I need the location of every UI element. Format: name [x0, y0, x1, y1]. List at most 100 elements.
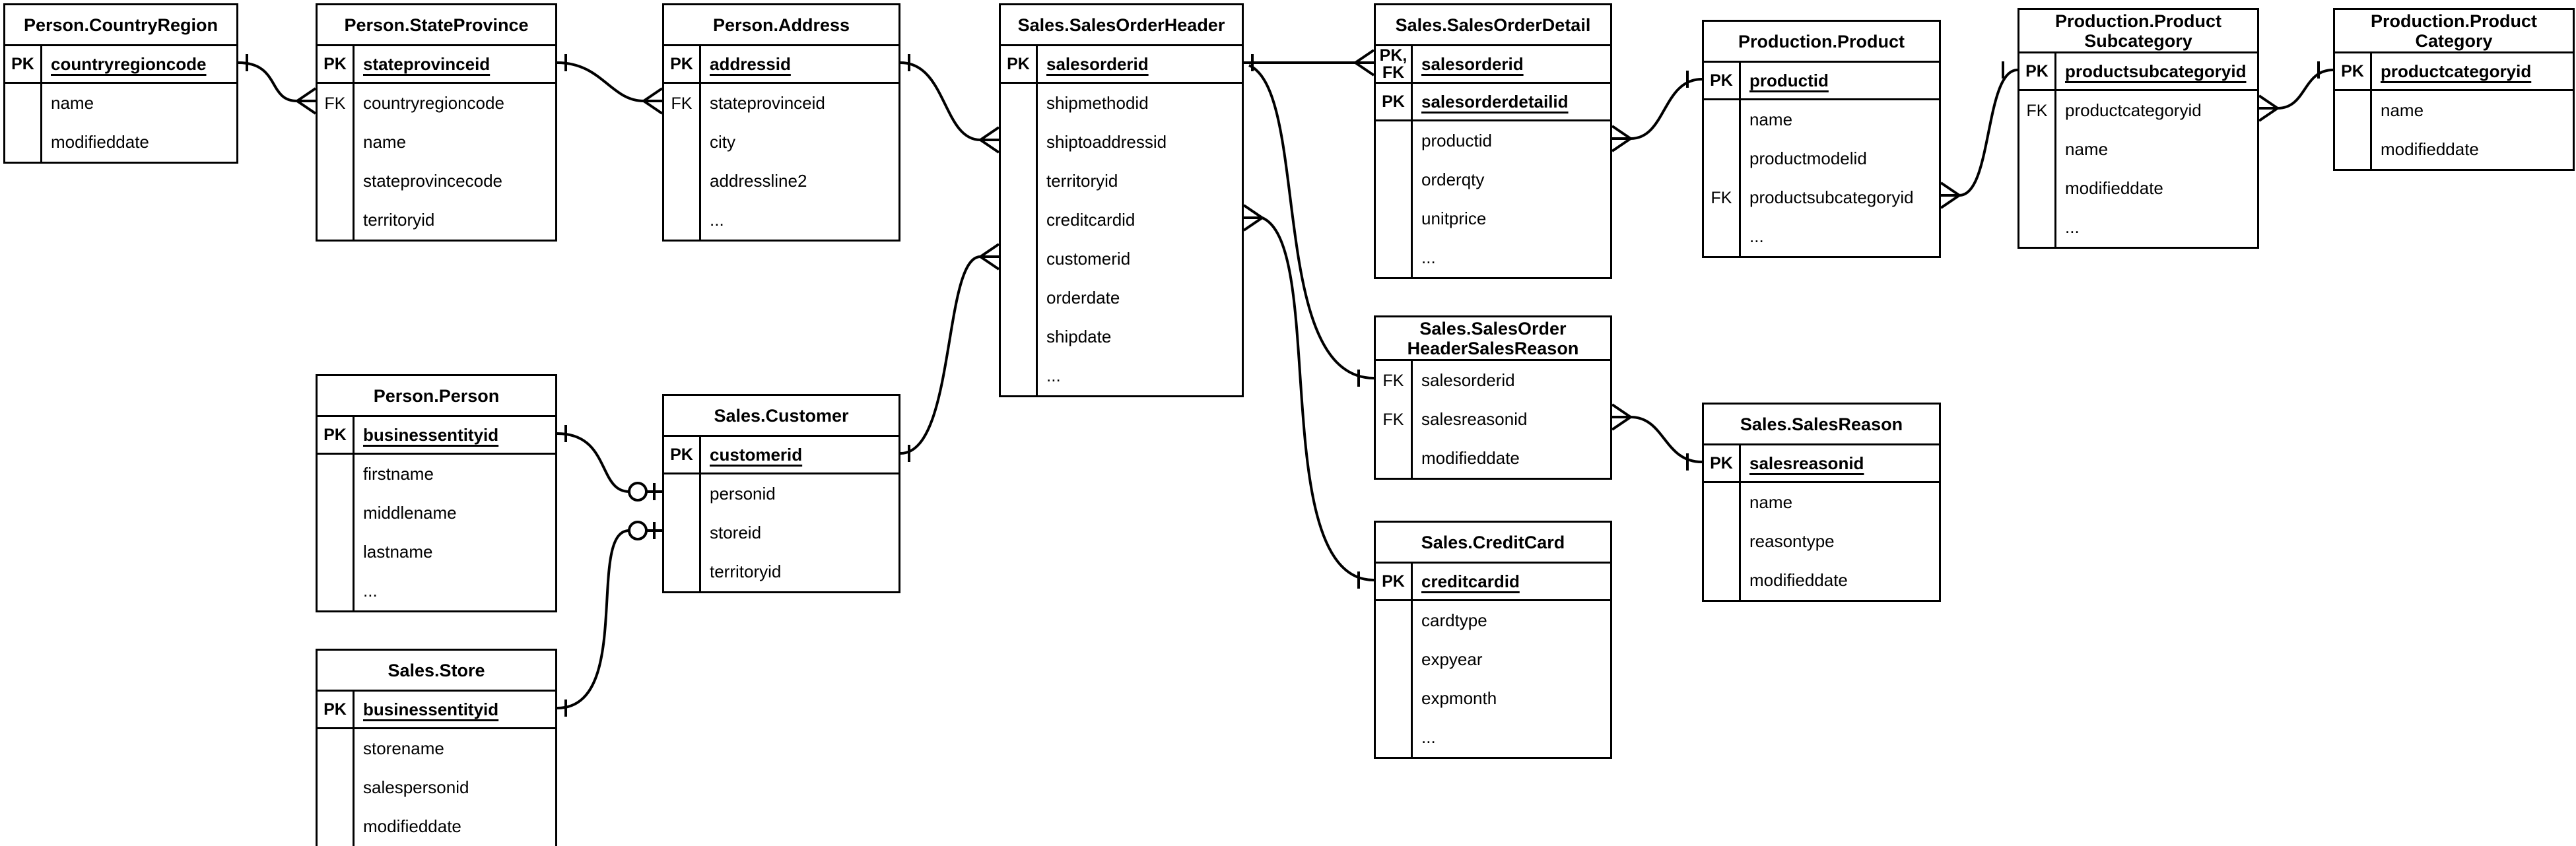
- key-marker: [2019, 169, 2054, 208]
- field-name: modifieddate: [2065, 178, 2163, 198]
- field-name: ...: [1046, 366, 1061, 385]
- field-row: addressline2: [664, 162, 898, 201]
- key-marker: [318, 571, 353, 610]
- field-row: customerid: [1001, 240, 1242, 278]
- key-marker: PK: [323, 426, 347, 444]
- field-name: productcategoryid: [2381, 61, 2532, 81]
- rel-salesorderdetail-product[interactable]: [1611, 71, 1703, 152]
- field-name: businessentityid: [363, 699, 499, 719]
- rel-address-salesorderheader[interactable]: [900, 54, 1000, 154]
- rel-headersalesreason-salesreason[interactable]: [1611, 403, 1703, 471]
- field-row: name: [1704, 483, 1939, 522]
- key-marker: FK: [1382, 410, 1404, 429]
- key-marker: [1704, 561, 1739, 600]
- entity-title: Production.Product: [1704, 22, 1939, 63]
- field-name: modifieddate: [363, 816, 461, 836]
- rel-person-customer[interactable]: [557, 425, 662, 502]
- entity-title: Production.Product Subcategory: [2019, 10, 2257, 53]
- entity-title: Sales.CreditCard: [1376, 523, 1610, 564]
- field-row: territoryid: [1001, 162, 1242, 201]
- field-name: name: [1749, 492, 1793, 512]
- key-marker: PK, FK: [1379, 46, 1407, 82]
- rel-salesorderheader-salesorderdetail[interactable]: [1244, 49, 1375, 77]
- field-name: shiptoaddressid: [1046, 132, 1167, 152]
- field-name: modifieddate: [1749, 570, 1848, 590]
- rel-customer-salesorderheader[interactable]: [900, 243, 1000, 462]
- key-marker: [1001, 356, 1036, 395]
- rel-salesorderheader-headersalesreason[interactable]: [1248, 64, 1374, 387]
- key-marker: [1376, 679, 1411, 718]
- field-row: ...: [1704, 217, 1939, 256]
- key-marker: [1704, 217, 1739, 256]
- key-marker: [1001, 240, 1036, 278]
- field-row: ...: [2019, 208, 2257, 247]
- field-name: lastname: [363, 542, 433, 562]
- field-name: personid: [710, 484, 776, 504]
- field-row: modifieddate: [1704, 561, 1939, 600]
- key-marker: [1001, 201, 1036, 240]
- field-row: territoryid: [664, 552, 898, 591]
- key-marker: [2335, 130, 2370, 169]
- rel-store-customer[interactable]: [557, 521, 662, 717]
- field-name: countryregioncode: [363, 93, 504, 113]
- field-name: ...: [363, 581, 378, 601]
- field-name: ...: [1749, 226, 1764, 246]
- field-name: ...: [2065, 217, 2080, 237]
- key-marker: FK: [671, 94, 693, 113]
- field-row: PK, FK salesorderid: [1376, 46, 1610, 84]
- field-name: salesorderid: [1421, 53, 1524, 74]
- key-marker: [664, 123, 699, 162]
- rel-countryregion-stateprovince[interactable]: [238, 54, 317, 115]
- key-marker: [2019, 208, 2054, 247]
- field-row: ...: [318, 571, 555, 610]
- rel-product-productsubcategory[interactable]: [1940, 61, 2018, 209]
- key-marker: [1704, 522, 1739, 561]
- field-row: reasontype: [1704, 522, 1939, 561]
- rel-productsubcategory-productcategory[interactable]: [2258, 61, 2334, 122]
- field-row: city: [664, 123, 898, 162]
- key-marker: [5, 84, 40, 123]
- field-name: ...: [1421, 727, 1436, 747]
- field-name: stateprovinceid: [710, 93, 825, 113]
- field-row: shipmethodid: [1001, 84, 1242, 123]
- entity-title: Person.CountryRegion: [5, 5, 236, 46]
- field-row: modifieddate: [1376, 439, 1610, 478]
- rel-creditcard-salesorderheader[interactable]: [1242, 204, 1374, 589]
- field-row: name: [318, 123, 555, 162]
- field-row: modifieddate: [5, 123, 236, 162]
- field-name: territoryid: [710, 562, 782, 581]
- entity-title: Person.Address: [664, 5, 898, 46]
- field-name: middlename: [363, 503, 457, 523]
- field-row: storeid: [664, 513, 898, 552]
- field-name: shipdate: [1046, 327, 1112, 346]
- field-name: storename: [363, 738, 444, 758]
- key-marker: [1376, 199, 1411, 238]
- field-name: firstname: [363, 464, 434, 484]
- field-name: ...: [710, 210, 724, 230]
- entity-title: Sales.Store: [318, 651, 555, 692]
- key-marker: [1001, 317, 1036, 356]
- field-row: modifieddate: [2019, 169, 2257, 208]
- rel-stateprovince-address[interactable]: [557, 54, 663, 115]
